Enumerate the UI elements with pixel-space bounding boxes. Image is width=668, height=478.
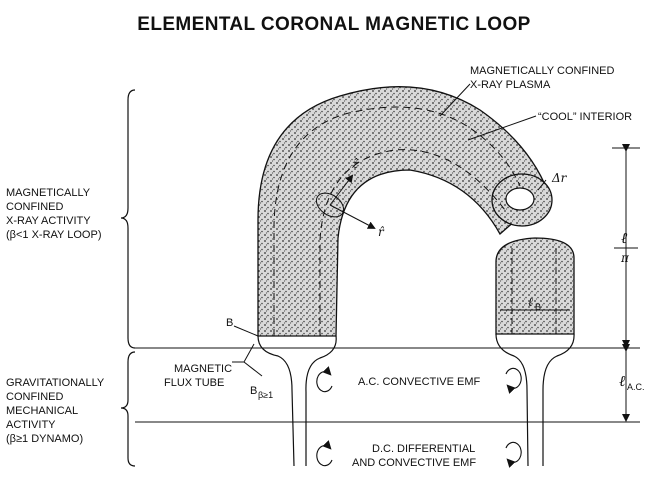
dc-left-circulation bbox=[316, 440, 333, 467]
lower-brace bbox=[120, 351, 136, 467]
flux-tube-label-line-2: FLUX TUBE bbox=[164, 377, 224, 389]
ac-left-circulation bbox=[316, 366, 333, 393]
delta-r-label: Δr bbox=[551, 171, 568, 185]
plasma-leader bbox=[439, 83, 471, 117]
field-b-label: B bbox=[226, 317, 233, 329]
left-flux-stem bbox=[257, 335, 337, 467]
dc-right-circulation bbox=[505, 441, 522, 468]
magnetic-loop-arch bbox=[257, 86, 549, 337]
dc-emf-label-line-1: D.C. DIFFERENTIAL bbox=[372, 443, 475, 455]
cool-interior-label: “COOL” INTERIOR bbox=[538, 111, 632, 123]
upper-label-line-1: MAGNETICALLY bbox=[6, 187, 91, 199]
r-hat-label: r̂ bbox=[378, 225, 385, 239]
ell-denominator: π bbox=[620, 251, 630, 265]
lower-label-line-5: (β≥1 DYNAMO) bbox=[6, 433, 83, 445]
plasma-label-line-2: X-RAY PLASMA bbox=[470, 79, 551, 91]
right-flux-stem bbox=[495, 333, 575, 467]
right-tube-dashed bbox=[511, 244, 557, 334]
z-hat-label: ẑ bbox=[351, 157, 359, 171]
upper-brace bbox=[120, 89, 136, 349]
z-hat-arrow bbox=[329, 174, 354, 206]
dc-emf-label-line-2: AND CONVECTIVE EMF bbox=[352, 457, 476, 469]
lower-label-line-4: ACTIVITY bbox=[6, 419, 56, 431]
flux-tube-leader bbox=[232, 343, 263, 377]
upper-label-line-2: CONFINED bbox=[6, 201, 64, 213]
cool-leader bbox=[467, 115, 537, 141]
upper-label-line-4: (β<1 X-RAY LOOP) bbox=[6, 229, 101, 241]
cool-core-section bbox=[505, 187, 535, 211]
plasma-label-line-1: MAGNETICALLY CONFINED bbox=[470, 65, 615, 77]
flux-tube-label-line-1: MAGNETIC bbox=[174, 363, 232, 375]
ell-numerator: ℓ bbox=[621, 229, 627, 247]
ac-right-circulation bbox=[505, 367, 522, 394]
r-hat-arrow bbox=[329, 204, 376, 229]
ell-ac-label: ℓ bbox=[619, 372, 625, 390]
lower-label-line-1: GRAVITATIONALLY bbox=[6, 377, 105, 389]
ell-b-label: ℓ bbox=[528, 295, 533, 309]
lower-label-line-2: CONFINED bbox=[6, 391, 64, 403]
b-beta-label: B bbox=[250, 385, 257, 397]
diagram-title: ELEMENTAL CORONAL MAGNETIC LOOP bbox=[137, 14, 531, 35]
upper-label-line-3: X-RAY ACTIVITY bbox=[6, 215, 91, 227]
b-beta-subscript: β≥1 bbox=[258, 390, 273, 400]
ell-b-subscript: B bbox=[535, 302, 541, 312]
right-tube-segment bbox=[495, 237, 575, 335]
ac-emf-label: A.C. CONVECTIVE EMF bbox=[358, 376, 481, 388]
ell-ac-subscript: A.C. bbox=[627, 382, 645, 392]
b-leader bbox=[233, 325, 259, 337]
delta-r-leader bbox=[537, 179, 547, 191]
lower-label-line-3: MECHANICAL bbox=[6, 405, 78, 417]
interior-dashed-outer bbox=[273, 106, 521, 336]
